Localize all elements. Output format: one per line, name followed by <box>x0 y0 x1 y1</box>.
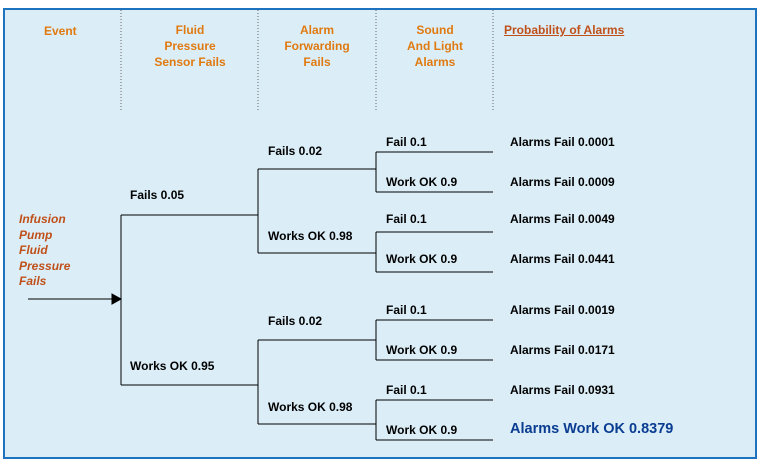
level3-label-8: Work OK 0.9 <box>386 423 458 437</box>
event-line-1: Infusion <box>19 212 66 226</box>
header-probability: Probability of Alarms <box>504 23 625 37</box>
level3-label-5: Fail 0.1 <box>386 303 427 317</box>
header-forwarding-fails: Alarm Forwarding Fails <box>262 22 372 70</box>
outcome-4: Alarms Fail 0.0441 <box>510 252 615 266</box>
header-forward-line-1: Alarm <box>299 23 334 37</box>
outcome-3: Alarms Fail 0.0049 <box>510 212 615 226</box>
outcome-1: Alarms Fail 0.0001 <box>510 135 615 149</box>
event-label: Infusion Pump Fluid Pressure Fails <box>19 212 70 290</box>
header-sound-line-2: And Light <box>407 39 463 53</box>
outcome-6: Alarms Fail 0.0171 <box>510 343 615 357</box>
level3-label-1: Fail 0.1 <box>386 135 427 149</box>
header-sound-line-3: Alarms <box>414 55 456 69</box>
event-line-3: Fluid <box>19 243 48 257</box>
event-line-5: Fails <box>19 274 47 288</box>
level1-fails-label: Fails 0.05 <box>130 188 185 202</box>
event-arrow-head <box>111 293 123 305</box>
header-forward-line-2: Forwarding <box>284 39 350 53</box>
header-forward-line-3: Fails <box>303 55 331 69</box>
header-event: Event <box>44 24 77 38</box>
level3-label-6: Work OK 0.9 <box>386 343 458 357</box>
outcome-2: Alarms Fail 0.0009 <box>510 175 615 189</box>
level1-works-label: Works OK 0.95 <box>130 359 215 373</box>
level2-lower-fails-label: Fails 0.02 <box>268 314 323 328</box>
header-sensor-fails: Fluid Pressure Sensor Fails <box>130 22 250 70</box>
level2-upper-fails-label: Fails 0.02 <box>268 144 323 158</box>
header-sound-light: Sound And Light Alarms <box>380 22 490 70</box>
header-sound-line-1: Sound <box>416 23 454 37</box>
header-sensor-line-3: Sensor Fails <box>154 55 226 69</box>
outcome-5: Alarms Fail 0.0019 <box>510 303 615 317</box>
level3-label-2: Work OK 0.9 <box>386 175 458 189</box>
header-sensor-line-1: Fluid <box>175 23 205 37</box>
outcome-8-alarms-work: Alarms Work OK 0.8379 <box>510 421 674 437</box>
header-sensor-line-2: Pressure <box>164 39 216 53</box>
level3-label-3: Fail 0.1 <box>386 212 427 226</box>
event-line-2: Pump <box>19 227 53 242</box>
diagram-frame <box>3 8 757 459</box>
event-line-4: Pressure <box>19 258 71 273</box>
level2-upper-works-label: Works OK 0.98 <box>268 229 353 243</box>
level2-lower-works-label: Works OK 0.98 <box>268 400 353 414</box>
level3-label-4: Work OK 0.9 <box>386 252 458 266</box>
level3-label-7: Fail 0.1 <box>386 383 427 397</box>
outcome-7: Alarms Fail 0.0931 <box>510 383 615 397</box>
